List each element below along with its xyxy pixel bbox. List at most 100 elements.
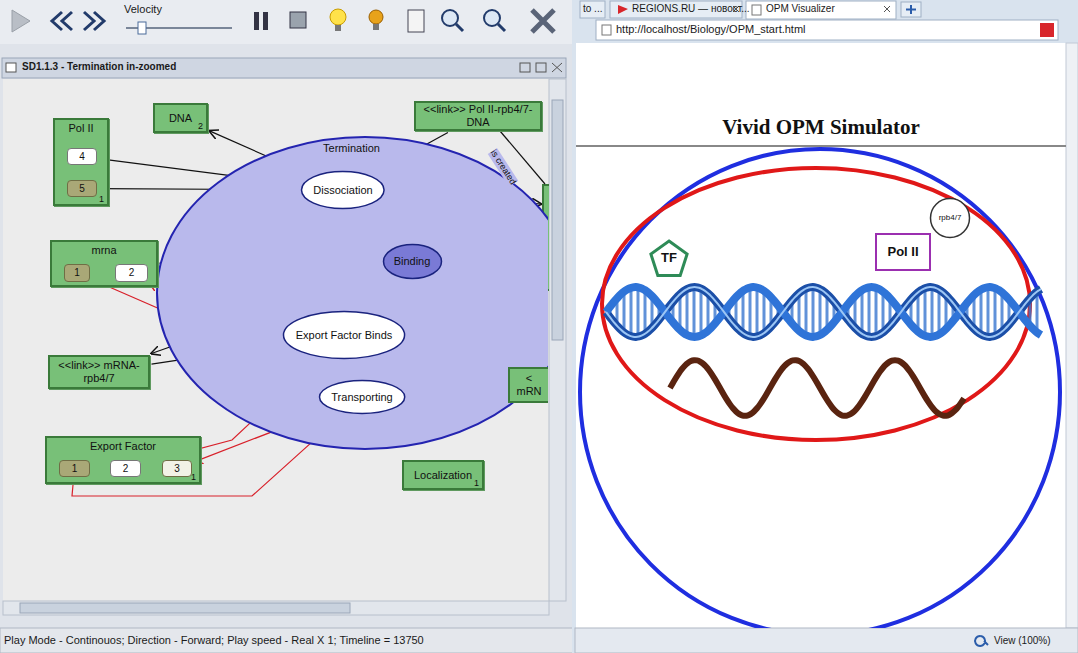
- instance-count: 1: [99, 194, 104, 204]
- toolbar: [0, 0, 572, 44]
- horizontal-scrollbar: [3, 601, 549, 615]
- browser-window: [572, 0, 1078, 653]
- object-box: <mRN: [508, 367, 548, 403]
- node-label: mrna: [91, 244, 116, 257]
- toolbar-icons: [12, 9, 554, 34]
- object-box: Pol II: [875, 233, 931, 271]
- bulb-icon: [330, 9, 346, 25]
- state-box: 2: [110, 460, 141, 477]
- browser-status-bar: [575, 628, 1078, 653]
- close-icon: [532, 10, 554, 32]
- node-label: Dissociation: [313, 184, 372, 197]
- object-box: <<link>> Pol II-rpb4/7-DNA: [414, 101, 542, 131]
- process-ellipse: Export Factor Binds: [282, 310, 406, 360]
- dna-strand: [606, 287, 1041, 337]
- object-box: 4 5 Pol II 1: [53, 118, 109, 206]
- toolbar-icon: [1040, 23, 1054, 37]
- heading-rule: [576, 145, 1066, 147]
- process-ellipse: Dissociation: [300, 170, 386, 210]
- state-box: 2: [115, 264, 148, 282]
- state-box: 4: [67, 148, 97, 165]
- stop-icon: [290, 12, 306, 28]
- process-ellipse: Binding: [382, 243, 443, 280]
- base-pair: [756, 287, 759, 336]
- tab-title: to ...: [583, 3, 602, 15]
- node-label: 1: [74, 267, 80, 279]
- node-label: <: [526, 372, 532, 385]
- tab-favicon: [752, 5, 761, 15]
- base-pair: [868, 287, 871, 337]
- node-label: rpb4/7: [939, 213, 962, 222]
- play-icon: [12, 10, 30, 32]
- process-ellipse: [157, 137, 548, 449]
- base-pair: [763, 291, 766, 333]
- toolbar-label: Velocity: [124, 3, 162, 16]
- base-pair: [749, 287, 752, 336]
- node-label: 4: [79, 151, 85, 163]
- instance-count: 1: [474, 478, 479, 488]
- ellipse-outline: [283, 312, 404, 359]
- ellipse-outline: [319, 381, 404, 414]
- slider-thumb: [138, 22, 146, 34]
- zoom-icon: [975, 636, 988, 646]
- new-tab-button: [901, 2, 921, 17]
- rewind-icon: [52, 12, 72, 30]
- instance-count: 2: [198, 121, 203, 131]
- dna-strand: [606, 287, 1041, 337]
- state-box: 1: [64, 264, 90, 282]
- node-label: Termination: [323, 142, 380, 155]
- node-label: 1: [72, 463, 78, 475]
- page-heading: Vivid OPM Simulator: [576, 115, 1066, 140]
- cell-membrane: [580, 149, 1060, 628]
- vertical-scrollbar: [549, 79, 566, 601]
- base-pair: [742, 291, 745, 333]
- tab-title: OPM Visualizer: [766, 3, 835, 15]
- scroll-thumb: [552, 100, 563, 340]
- bulb-icon: [373, 24, 379, 30]
- base-pair: [931, 287, 934, 337]
- base-pair: [980, 290, 983, 335]
- page-content: [576, 43, 1066, 628]
- instance-count: 1: [191, 472, 196, 482]
- node-label: TF: [661, 251, 677, 266]
- node-label: Export Factor: [90, 440, 156, 453]
- inner-title-bar: [2, 58, 566, 78]
- node-label: DNA: [169, 112, 192, 125]
- base-pair: [700, 288, 703, 335]
- base-pair: [644, 290, 647, 334]
- base-pair: [987, 287, 990, 337]
- state-box: 3: [162, 460, 192, 477]
- base-pair: [630, 288, 633, 337]
- document-icon: [408, 10, 424, 32]
- base-pair: [686, 289, 689, 335]
- window-title: SD1.1.3 - Termination in-zoomed: [22, 61, 176, 73]
- zoom-in-icon: [456, 24, 463, 31]
- node-label: <<link>> Pol II-rpb4/7-DNA: [416, 103, 540, 128]
- status-bar: [0, 628, 575, 653]
- window-button: [552, 63, 562, 72]
- node-label: 2: [129, 267, 135, 279]
- base-pair: [805, 288, 808, 335]
- state-box: 5: [67, 180, 97, 197]
- in-zoomed-process: DissociationBindingExport Factor BindsTr…: [155, 135, 548, 451]
- zoom-status: View (100%): [994, 635, 1051, 647]
- bulb-icon: [335, 25, 341, 31]
- mrna-strand: [670, 360, 964, 416]
- pause-icon: [263, 12, 268, 30]
- dna-strand: [606, 287, 1041, 337]
- node-label: 2: [123, 463, 129, 475]
- node-label: <<link>> mRNA-rpb4/7: [50, 359, 148, 384]
- address-bar: [596, 20, 1058, 40]
- zoom-out-icon: [484, 10, 500, 26]
- mrna-backbone: [670, 360, 964, 416]
- object-box: DNA 2: [153, 103, 208, 133]
- pentagon-outline: [651, 241, 687, 275]
- process-ellipse: Transporting: [318, 379, 406, 415]
- status-text: Play Mode - Continouos; Direction - Forw…: [4, 634, 424, 647]
- zoom-out-icon: [498, 24, 505, 31]
- forward-icon: [84, 12, 104, 30]
- object-box: 1 2 mrna: [50, 240, 158, 287]
- node-label: Pol II: [68, 122, 93, 135]
- base-pair: [812, 287, 815, 337]
